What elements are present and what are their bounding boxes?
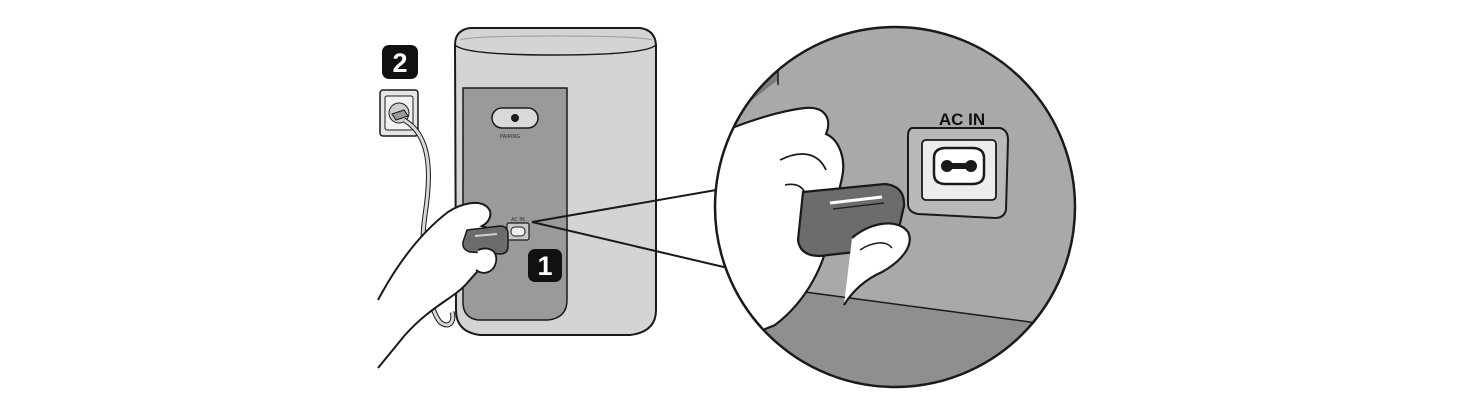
callout-connector — [531, 184, 746, 269]
speaker-port-label: AC IN — [511, 217, 525, 223]
ac-in-label: AC IN — [939, 110, 985, 129]
step-number-2: 2 — [392, 48, 407, 78]
step-number-1: 1 — [537, 251, 552, 281]
zoom-detail: AC IN — [713, 25, 1077, 389]
step-badge-1: 1 — [528, 249, 562, 282]
pairing-label: PAIRING — [500, 134, 520, 140]
step-badge-2: 2 — [382, 45, 418, 79]
speaker: PAIRING AC IN — [453, 27, 657, 336]
speaker-ac-port — [506, 222, 530, 241]
ac-in-port — [907, 127, 1010, 220]
hand-small — [377, 201, 509, 369]
pairing-button — [491, 107, 539, 129]
